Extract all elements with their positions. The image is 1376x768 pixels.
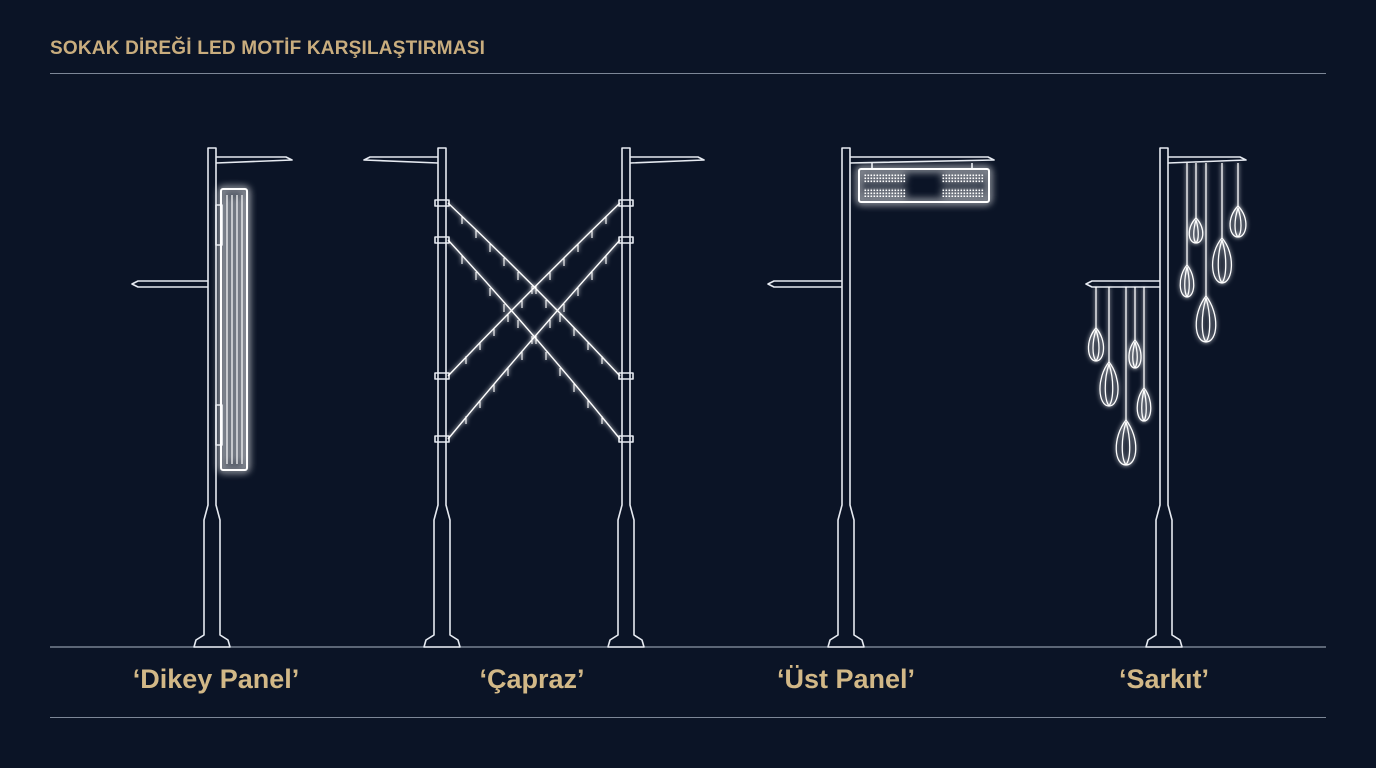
caption-ust-panel: ‘Üst Panel’ [776, 664, 916, 694]
pole-capraz-left [363, 147, 461, 648]
vertical-led-panel [220, 188, 248, 471]
caption-sarkit: ‘Sarkıt’ [1118, 664, 1210, 694]
caption-dikey-panel: ‘Dikey Panel’ [132, 664, 300, 694]
pole-ust-panel [767, 147, 995, 648]
top-divider [50, 73, 1326, 74]
pole-dikey-panel [131, 147, 293, 648]
pole-sarkit [1085, 147, 1247, 648]
cross-string-lights [447, 202, 621, 440]
bottom-divider [50, 717, 1326, 718]
caption-capraz: ‘Çapraz’ [479, 664, 585, 694]
page-title: SOKAK DİREĞİ LED MOTİF KARŞILAŞTIRMASI [50, 38, 486, 59]
top-led-panel [858, 168, 990, 203]
hanging-drop-lights [1087, 163, 1247, 466]
pole-capraz-right [607, 147, 705, 648]
